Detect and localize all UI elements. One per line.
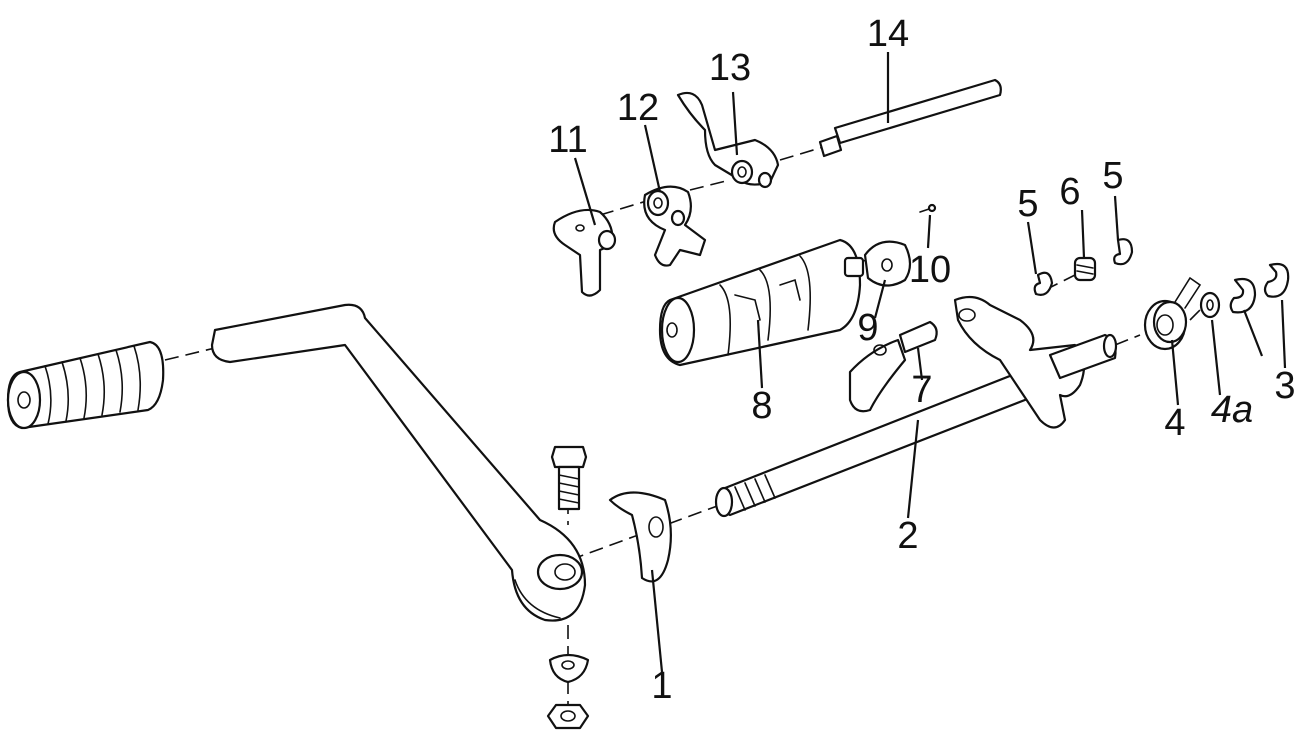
callout-12: 12 [617,87,659,129]
callout-13: 13 [709,47,751,89]
callout-14: 14 [867,13,909,55]
callout-3: 3 [1274,365,1295,407]
callout-leaders [573,52,1287,673]
fork-shaft [818,78,1002,158]
callout-7: 7 [911,369,932,411]
callout-5-right: 5 [1102,155,1123,197]
callout-8: 8 [751,385,772,427]
washer-and-nut [546,653,590,730]
shift-drum [658,238,865,367]
callout-9: 9 [857,307,878,349]
washer-4a [1199,291,1221,319]
shift-fork-12 [643,185,707,267]
small-pin [919,203,937,213]
small-clips-and-spring [1033,238,1134,296]
stopper-pin [848,320,938,413]
callout-10: 10 [909,249,951,291]
callout-11: 11 [548,119,587,161]
clip-ring [1229,277,1257,314]
callout-4a: 4a [1211,389,1253,431]
return-spring [1143,276,1202,351]
shift-fork-11 [552,208,617,297]
shift-fork-13 [676,91,780,189]
callout-4: 4 [1164,402,1185,444]
callout-5-left: 5 [1017,183,1038,225]
callout-1: 1 [651,665,672,707]
callout-labels: 1 2 3 4 4a 5 6 5 7 8 9 10 11 12 13 14 [548,13,1295,707]
callout-2: 2 [897,515,918,557]
callout-6: 6 [1059,171,1080,213]
clamp-bolt [550,445,588,511]
circlip [1263,262,1290,298]
drum-plate [863,240,912,287]
shift-lever [210,303,587,622]
shift-shaft [714,295,1118,518]
stopper-plate [608,491,672,583]
footpeg-rubber [6,340,165,430]
